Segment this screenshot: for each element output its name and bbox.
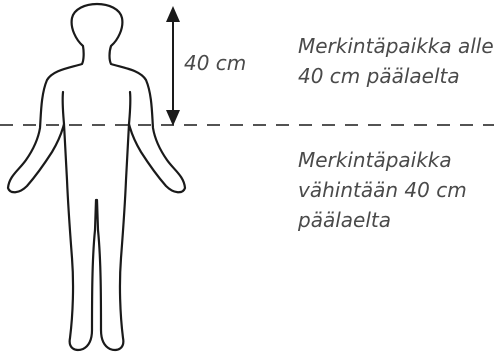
upper-zone-note-line-1: Merkintäpaikka alle [298,31,494,61]
lower-zone-note-line-1: Merkintäpaikka [298,145,467,175]
measurement-label: 40 cm [184,48,246,78]
lower-zone-note: Merkintäpaikka vähintään 40 cm päälaelta [298,145,467,235]
double-headed-arrow-icon [166,6,180,126]
upper-zone-note-line-2: 40 cm päälaelta [298,61,494,91]
upper-zone-note: Merkintäpaikka alle 40 cm päälaelta [298,31,494,91]
lower-zone-note-line-2: vähintään 40 cm [298,175,467,205]
human-figure-outline-icon [8,4,185,350]
lower-zone-note-line-3: päälaelta [298,205,467,235]
